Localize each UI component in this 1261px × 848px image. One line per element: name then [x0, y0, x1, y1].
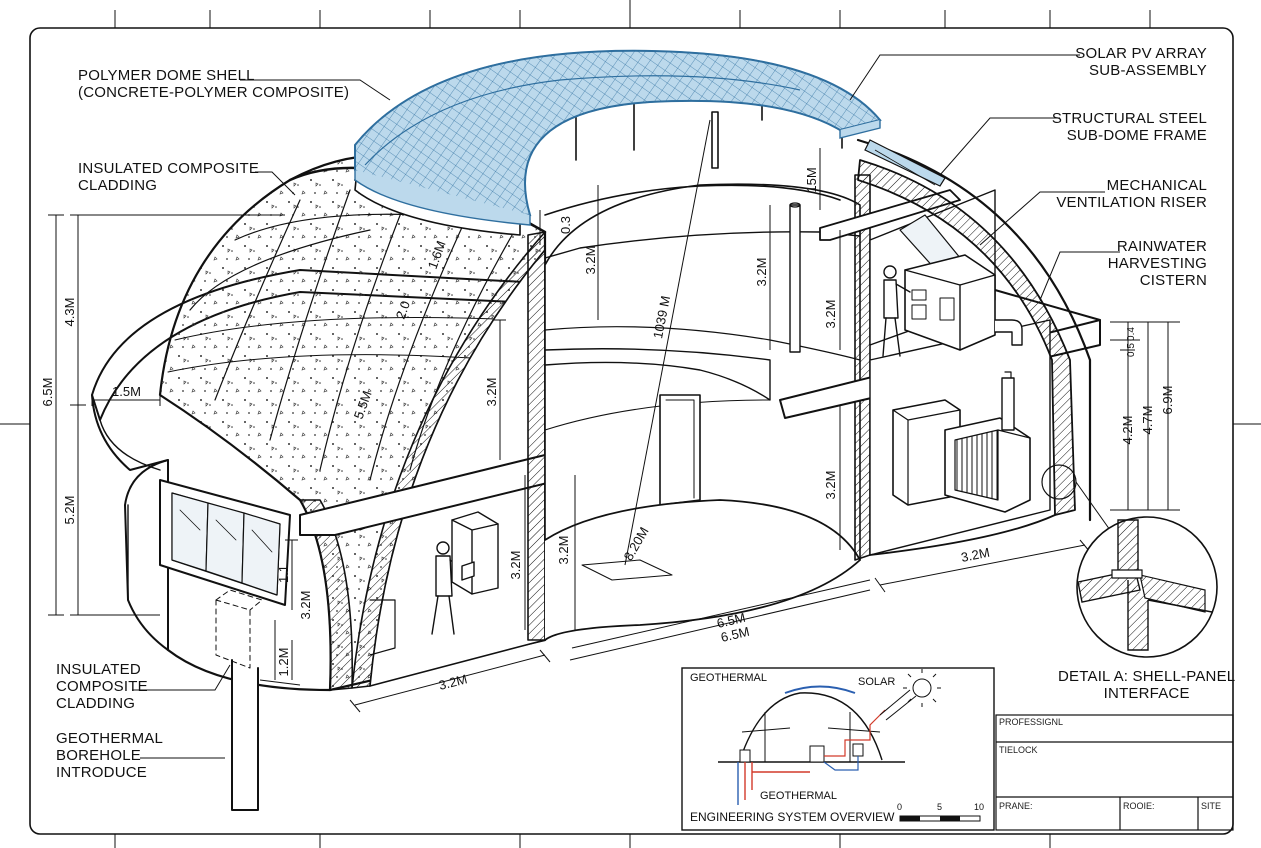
- dim-0-3: 0.3: [558, 216, 573, 234]
- inset-label-solar: SOLAR: [858, 676, 896, 688]
- dim-3-2-a: 3.2M: [484, 378, 499, 407]
- scale-bar: [899, 815, 981, 822]
- label-polymer-dome-shell: POLYMER DOME SHELL(CONCRETE-POLYMER COMP…: [78, 67, 350, 101]
- solar-pv-dome: [354, 49, 946, 226]
- dim-1-2: 1.2M: [276, 648, 291, 677]
- title-block-prane: PRANE:: [999, 801, 1033, 811]
- dim-2-0: 2.0: [393, 299, 413, 321]
- shell-cut-right: [854, 174, 871, 561]
- dim-4-2: 4.2M: [1120, 416, 1135, 445]
- vent-riser-pipe: [789, 204, 801, 353]
- inset-label-geothermal-bottom: GEOTHERMAL: [760, 790, 838, 802]
- dim-3-2-bottom: 3.2M: [437, 671, 469, 693]
- central-wall: [527, 231, 546, 641]
- dim-3-2-g: 3.2M: [823, 471, 838, 500]
- engineering-system-inset: [681, 667, 995, 831]
- title-block: [995, 714, 1234, 831]
- shell-cut-right-arc: [857, 159, 1076, 516]
- dim-3-2-b: 3.2M: [508, 551, 523, 580]
- title-block-rooie: ROOIE:: [1123, 801, 1155, 811]
- worker-figure-lower: [431, 511, 499, 635]
- dim-6-5-a: 6.5M: [715, 610, 747, 631]
- dim-3-2-c: 3.2M: [556, 536, 571, 565]
- worker-figure-upper: [882, 265, 911, 357]
- dim-5-2: 5.2M: [62, 496, 77, 525]
- title-block-titlock: TIELOCK: [999, 745, 1038, 755]
- dim-3-2-right: 3.2M: [960, 545, 991, 565]
- hvac-unit: [904, 254, 1023, 351]
- dim-3-2-e: 3.2M: [754, 258, 769, 287]
- atrium-floor: [544, 499, 861, 641]
- dim-6-5-left: 6.5M: [40, 378, 55, 407]
- dim-1-5: 1.5M: [112, 384, 141, 399]
- title-block-site: SITE: [1201, 801, 1222, 811]
- dim-4-7: 4.7M: [1140, 406, 1155, 435]
- dim-0-4: 0.4: [1126, 327, 1137, 341]
- inset-title: ENGINEERING SYSTEM OVERVIEW: [690, 810, 895, 824]
- scale-label-5: 5: [937, 802, 943, 812]
- inset-label-geothermal-top: GEOTHERMAL: [690, 672, 768, 684]
- cistern-pump-equipment: [892, 371, 1031, 513]
- interior-left-room: [369, 249, 546, 687]
- dim-1-1: 1.1: [276, 565, 291, 583]
- dim-3-2-d: 3.2M: [583, 246, 598, 275]
- scale-label-10: 10: [974, 802, 985, 812]
- window-box: [159, 479, 291, 606]
- dim-15m: 15M: [804, 167, 819, 192]
- detail-a-view: [1041, 464, 1218, 658]
- title-block-professional: PROFESSIGNL: [999, 717, 1064, 727]
- dome-building: [91, 67, 1101, 811]
- borehole-pipe: [231, 659, 259, 811]
- dimension-lines: [48, 119, 1180, 713]
- dimension-labels: 6.5M 4.3M 5.2M 1.5M 1.6M 2.0 5.5M 3.2M 3…: [40, 167, 1175, 693]
- shell-cut-left: [299, 499, 354, 691]
- dim-3-2-f: 3.2M: [823, 300, 838, 329]
- dim-0-5: 0.5: [1126, 343, 1137, 357]
- dim-4-3: 4.3M: [62, 298, 77, 327]
- leader-lines: [132, 54, 1120, 759]
- scale-label-0: 0: [897, 802, 903, 812]
- atrium-door: [659, 394, 701, 506]
- dim-6-5-b: 6.5M: [719, 624, 751, 645]
- dim-6-9: 6.9M: [1160, 386, 1175, 415]
- dim-3-2-h: 3.2M: [298, 591, 313, 620]
- sun-icon: [903, 669, 941, 707]
